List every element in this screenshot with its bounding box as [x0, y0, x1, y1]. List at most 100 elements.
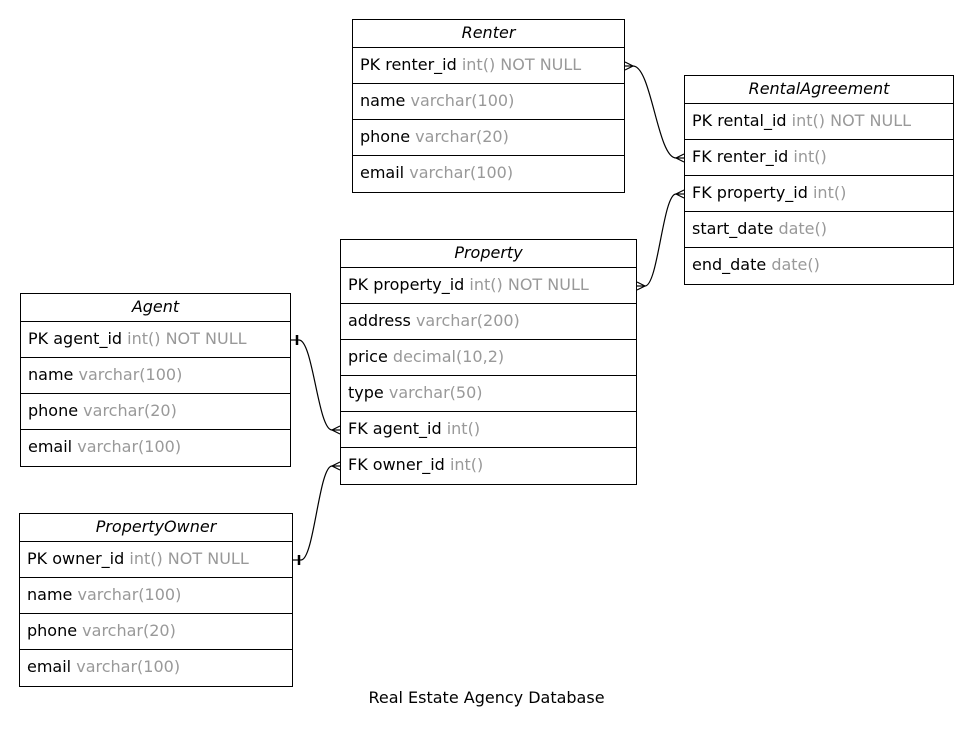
- entity-title: PropertyOwner: [20, 514, 292, 542]
- field-type: int(): [446, 419, 481, 438]
- entity-title: Property: [341, 240, 636, 268]
- field-type: varchar(20): [415, 127, 509, 146]
- field-row-phone[interactable]: phone varchar(20): [353, 120, 624, 156]
- field-name: email: [360, 163, 405, 182]
- field-type: varchar(50): [388, 383, 483, 402]
- relationship-line: [298, 339, 333, 431]
- field-type: date(): [778, 219, 827, 238]
- field-row-price[interactable]: price decimal(10,2): [341, 340, 636, 376]
- field-key: FK: [692, 147, 712, 166]
- field-type: int(): [449, 455, 484, 474]
- field-type: int() NOT NULL: [129, 549, 249, 568]
- field-row-email[interactable]: email varchar(100): [20, 650, 292, 686]
- field-type: date(): [771, 255, 820, 274]
- field-row-email[interactable]: email varchar(100): [21, 430, 290, 466]
- field-type: varchar(20): [83, 401, 177, 420]
- field-name: email: [27, 657, 72, 676]
- field-key: FK: [692, 183, 712, 202]
- field-name: owner_id: [52, 549, 125, 568]
- field-name: agent_id: [372, 419, 442, 438]
- field-key: PK: [28, 329, 49, 348]
- relationship-line: [300, 465, 333, 561]
- crowfoot-marker: [624, 61, 635, 71]
- field-name: start_date: [692, 219, 774, 238]
- field-type: varchar(100): [77, 437, 182, 456]
- field-name: name: [360, 91, 406, 110]
- field-type: int() NOT NULL: [461, 55, 582, 74]
- crowfoot-marker: [330, 461, 341, 471]
- field-name: owner_id: [372, 455, 445, 474]
- diagram-caption: Real Estate Agency Database: [368, 688, 605, 707]
- relationship-line: [644, 193, 677, 287]
- crowfoot-marker: [674, 153, 685, 163]
- field-row-name[interactable]: name varchar(100): [21, 358, 290, 394]
- field-row-agent-id[interactable]: PK agent_id int() NOT NULL: [21, 322, 290, 358]
- field-row-start-date[interactable]: start_date date(): [685, 212, 953, 248]
- field-row-phone[interactable]: phone varchar(20): [20, 614, 292, 650]
- field-type: varchar(100): [409, 163, 514, 182]
- field-row-renter-id[interactable]: FK renter_id int(): [685, 140, 953, 176]
- field-type: int() NOT NULL: [791, 111, 912, 130]
- field-key: PK: [27, 549, 48, 568]
- field-name: address: [348, 311, 411, 330]
- field-type: varchar(20): [82, 621, 176, 640]
- field-key: PK: [692, 111, 713, 130]
- entity-title: RentalAgreement: [685, 76, 953, 104]
- field-name: property_id: [716, 183, 808, 202]
- field-row-email[interactable]: email varchar(100): [353, 156, 624, 192]
- field-type: int(): [812, 183, 847, 202]
- field-name: rental_id: [717, 111, 787, 130]
- crowfoot-marker: [330, 425, 341, 435]
- field-key: PK: [348, 275, 369, 294]
- field-row-agent-id[interactable]: FK agent_id int(): [341, 412, 636, 448]
- field-type: int() NOT NULL: [127, 329, 247, 348]
- field-type: int(): [793, 147, 827, 166]
- crowfoot-marker: [636, 281, 647, 291]
- field-type: decimal(10,2): [392, 347, 505, 366]
- field-name: renter_id: [385, 55, 457, 74]
- field-type: varchar(100): [76, 657, 181, 676]
- field-name: type: [348, 383, 384, 402]
- field-row-owner-id[interactable]: PK owner_id int() NOT NULL: [20, 542, 292, 578]
- field-type: varchar(100): [78, 365, 183, 384]
- field-name: end_date: [692, 255, 767, 274]
- field-type: int() NOT NULL: [469, 275, 589, 294]
- field-name: name: [27, 585, 73, 604]
- field-key: FK: [348, 455, 368, 474]
- field-row-phone[interactable]: phone varchar(20): [21, 394, 290, 430]
- field-key: FK: [348, 419, 368, 438]
- field-name: property_id: [373, 275, 465, 294]
- field-name: price: [348, 347, 388, 366]
- field-row-end-date[interactable]: end_date date(): [685, 248, 953, 284]
- field-key: PK: [360, 55, 381, 74]
- field-row-name[interactable]: name varchar(100): [20, 578, 292, 614]
- field-row-type[interactable]: type varchar(50): [341, 376, 636, 412]
- field-row-rental-id[interactable]: PK rental_id int() NOT NULL: [685, 104, 953, 140]
- field-name: phone: [28, 401, 79, 420]
- field-row-renter-id[interactable]: PK renter_id int() NOT NULL: [353, 48, 624, 84]
- crowfoot-marker: [674, 189, 685, 199]
- field-type: varchar(100): [410, 91, 515, 110]
- relationship-line: [632, 65, 677, 159]
- field-name: email: [28, 437, 73, 456]
- field-name: renter_id: [716, 147, 789, 166]
- field-type: varchar(200): [415, 311, 520, 330]
- field-name: phone: [27, 621, 78, 640]
- entity-title: Agent: [21, 294, 290, 322]
- field-row-owner-id[interactable]: FK owner_id int(): [341, 448, 636, 484]
- field-name: phone: [360, 127, 411, 146]
- field-row-address[interactable]: address varchar(200): [341, 304, 636, 340]
- field-row-property-id[interactable]: PK property_id int() NOT NULL: [341, 268, 636, 304]
- field-row-property-id[interactable]: FK property_id int(): [685, 176, 953, 212]
- field-name: name: [28, 365, 74, 384]
- entity-title: Renter: [353, 20, 624, 48]
- field-row-name[interactable]: name varchar(100): [353, 84, 624, 120]
- field-type: varchar(100): [77, 585, 182, 604]
- field-name: agent_id: [53, 329, 123, 348]
